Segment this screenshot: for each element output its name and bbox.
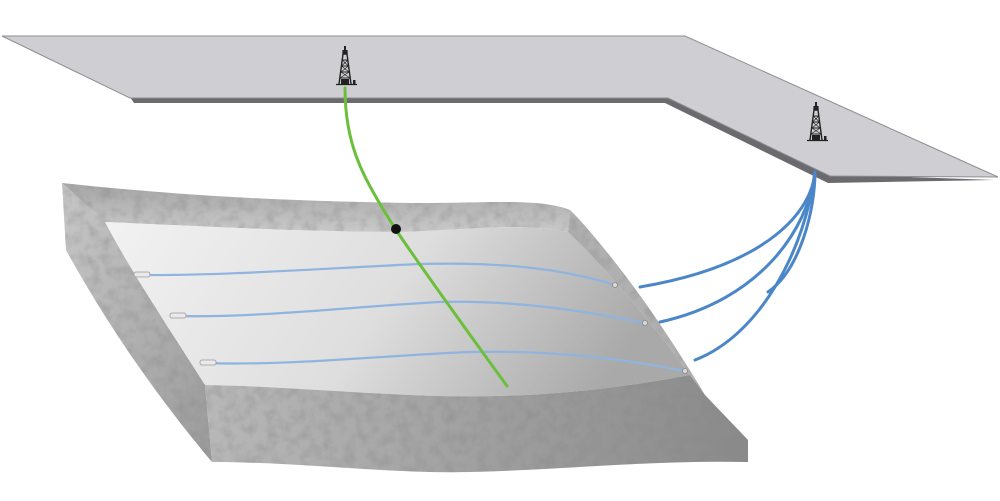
trajectory-2: [658, 170, 817, 324]
well-entry-point-marker: [391, 224, 401, 234]
vertical-well: [343, 86, 509, 388]
lateral-3-heel: [199, 359, 217, 366]
reservoir-front-face: [205, 375, 748, 473]
lateral-3: [204, 350, 686, 373]
lateral-1-toe: [612, 282, 618, 288]
reservoir-left-face: [62, 183, 212, 462]
lateral-toes: [612, 282, 688, 374]
lateral-1-heel: [133, 271, 151, 278]
reservoir-block: [62, 183, 748, 473]
lateral-3-toe: [682, 368, 688, 374]
lateral-heels: [133, 271, 217, 366]
vertical-well-surface-section: [343, 86, 398, 232]
surface-plane-top: [1, 35, 999, 178]
lateral-2: [174, 300, 646, 325]
lateral-2-heel: [169, 312, 187, 319]
trajectory-3: [693, 170, 817, 362]
vertical-well-reservoir-section: [394, 228, 509, 388]
surface-plane: [1, 35, 999, 183]
lateral-2-toe: [642, 320, 648, 326]
horizontal-well-trajectories: [638, 170, 817, 362]
trajectory-4: [766, 170, 817, 294]
reservoir-back-wall: [62, 183, 570, 232]
reservoir-right-wall: [568, 210, 705, 395]
